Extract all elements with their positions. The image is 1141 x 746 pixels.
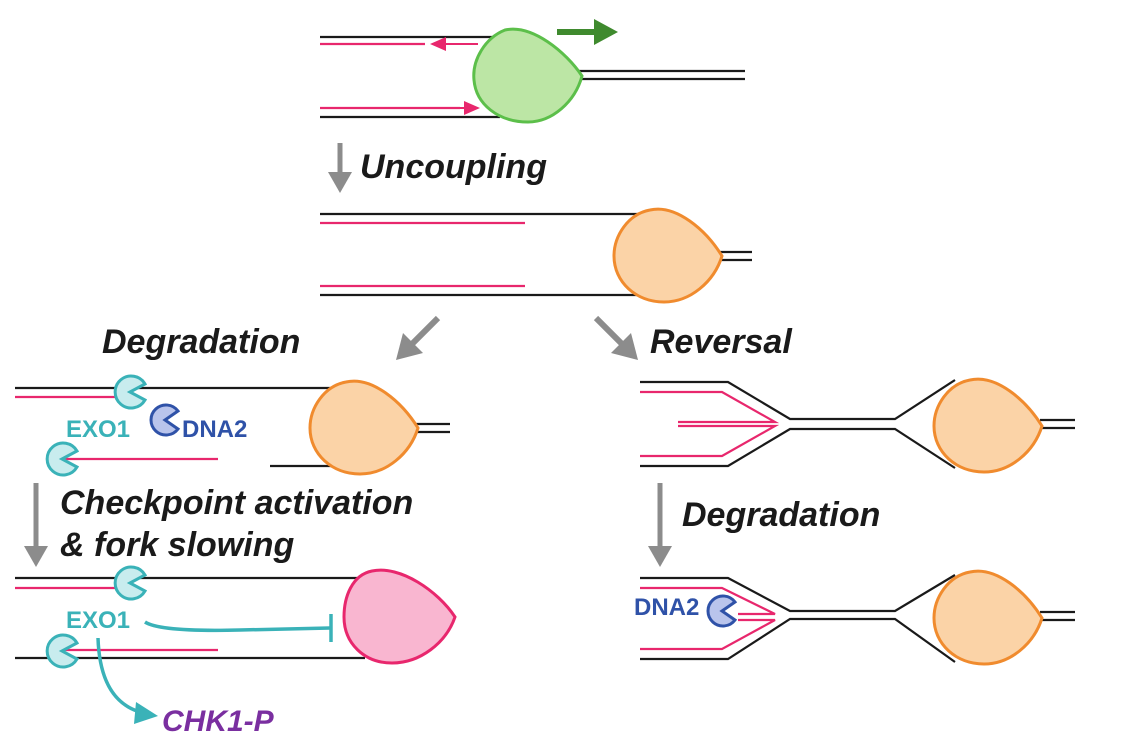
uncoupled-fork (320, 207, 752, 304)
chk1-label: CHK1-P (162, 705, 275, 738)
parental-strands (320, 35, 745, 119)
exo1-label-checkpoint: EXO1 (66, 607, 130, 634)
stalled-replisome-reversed (932, 377, 1044, 474)
dna2-label-reversed: DNA2 (634, 594, 699, 621)
step-arrow-degradation-branch (396, 315, 441, 360)
stalled-replisome (612, 207, 724, 304)
exo1-pacman-bottom-checkpoint (45, 633, 80, 669)
checkpoint-label-line1: Checkpoint activation (60, 484, 413, 522)
activation-arrowhead (134, 702, 158, 724)
reversal-label: Reversal (650, 323, 793, 361)
step-arrow-degradation-right (648, 483, 672, 567)
stalled-replisome-reversed-degradation (932, 569, 1044, 666)
active-replisome (472, 27, 584, 124)
activation-arrow (96, 637, 141, 714)
checkpoint-label-line2: & fork slowing (60, 526, 294, 564)
reversed-fork-degradation: DNA2 (634, 569, 1075, 666)
step-arrow-reversal-branch (593, 315, 638, 360)
exo1-label: EXO1 (66, 416, 130, 443)
nascent-direction-arrows (430, 37, 480, 115)
degradation-label-left: Degradation (102, 323, 300, 361)
step-arrow-checkpoint (24, 483, 48, 567)
checkpoint-replisome (342, 568, 457, 665)
degradation-label-right: Degradation (682, 496, 880, 534)
nascent-strands (320, 42, 460, 110)
exo1-pacman-top-checkpoint (113, 565, 148, 601)
active-fork (320, 19, 745, 124)
fork-progression-arrow (557, 19, 618, 45)
exo1-pacman-bottom (45, 441, 80, 477)
reversed-fork (640, 377, 1075, 474)
uncoupling-label: Uncoupling (360, 148, 547, 186)
dna2-pacman (149, 403, 181, 437)
inhibition-line (144, 620, 331, 633)
exo1-pacman-top (113, 374, 148, 410)
step-arrow-uncoupling (328, 143, 352, 193)
dna2-label: DNA2 (182, 416, 247, 443)
dna2-pacman-reversed (706, 594, 738, 628)
degradation-fork: EXO1 DNA2 (15, 374, 450, 477)
checkpoint-fork: EXO1 CHK1-P (15, 565, 457, 738)
stalled-replisome-degradation (308, 379, 420, 476)
